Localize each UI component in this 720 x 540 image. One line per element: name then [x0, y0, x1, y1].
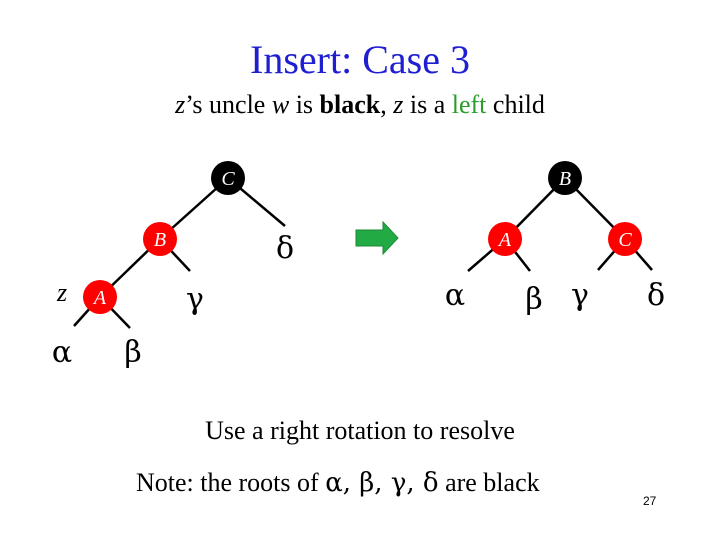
gamma-left: γ: [186, 282, 204, 317]
slide-subtitle: z’s uncle w is black, z is a left child: [0, 88, 720, 122]
node-b-right-label: B: [559, 168, 571, 190]
rotation-note: Use a right rotation to resolve: [205, 416, 515, 445]
node-c-right: C: [608, 222, 642, 256]
black-roots-note: Note: the roots of α, β, γ, δ are black: [136, 466, 540, 500]
gamma-right: γ: [571, 278, 589, 313]
node-a-left-label: A: [92, 287, 107, 309]
z-label: z: [56, 278, 67, 307]
subtitle-z-2: z: [393, 90, 404, 119]
subtitle-black: black: [319, 90, 381, 119]
note2-suffix: are black: [438, 468, 540, 497]
node-a-right-label: A: [497, 229, 512, 251]
subtitle-text-2: is: [289, 90, 320, 119]
right-arrow-icon: [355, 220, 399, 256]
node-b-right: B: [548, 161, 582, 195]
node-c-left-label: C: [221, 168, 235, 190]
node-a-left: A: [83, 280, 117, 314]
delta-left: δ: [276, 231, 294, 266]
node-b-left: B: [143, 222, 177, 256]
alpha-left: α: [52, 335, 72, 370]
subtitle-text-1: ’s uncle: [185, 90, 272, 119]
slide-title: Insert: Case 3: [250, 37, 470, 82]
node-a-right: A: [488, 222, 522, 256]
subtitle-text-3: ,: [380, 90, 394, 119]
node-c-left: C: [211, 161, 245, 195]
delta-right: δ: [647, 278, 665, 313]
node-c-right-label: C: [618, 229, 632, 251]
alpha-right: α: [445, 278, 465, 313]
subtitle-w: w: [271, 90, 290, 119]
note2-greek: α, β, γ, δ: [325, 468, 439, 498]
node-b-left-label: B: [154, 229, 166, 251]
subtitle-text-4: is a: [403, 90, 452, 119]
page-number: 27: [643, 494, 657, 508]
subtitle-left: left: [451, 90, 487, 119]
note2-prefix: Note: the roots of: [136, 468, 326, 497]
beta-left: β: [124, 335, 141, 370]
subtitle-text-5: child: [486, 90, 545, 119]
beta-right: β: [525, 282, 542, 317]
subtitle-z: z: [175, 90, 186, 119]
